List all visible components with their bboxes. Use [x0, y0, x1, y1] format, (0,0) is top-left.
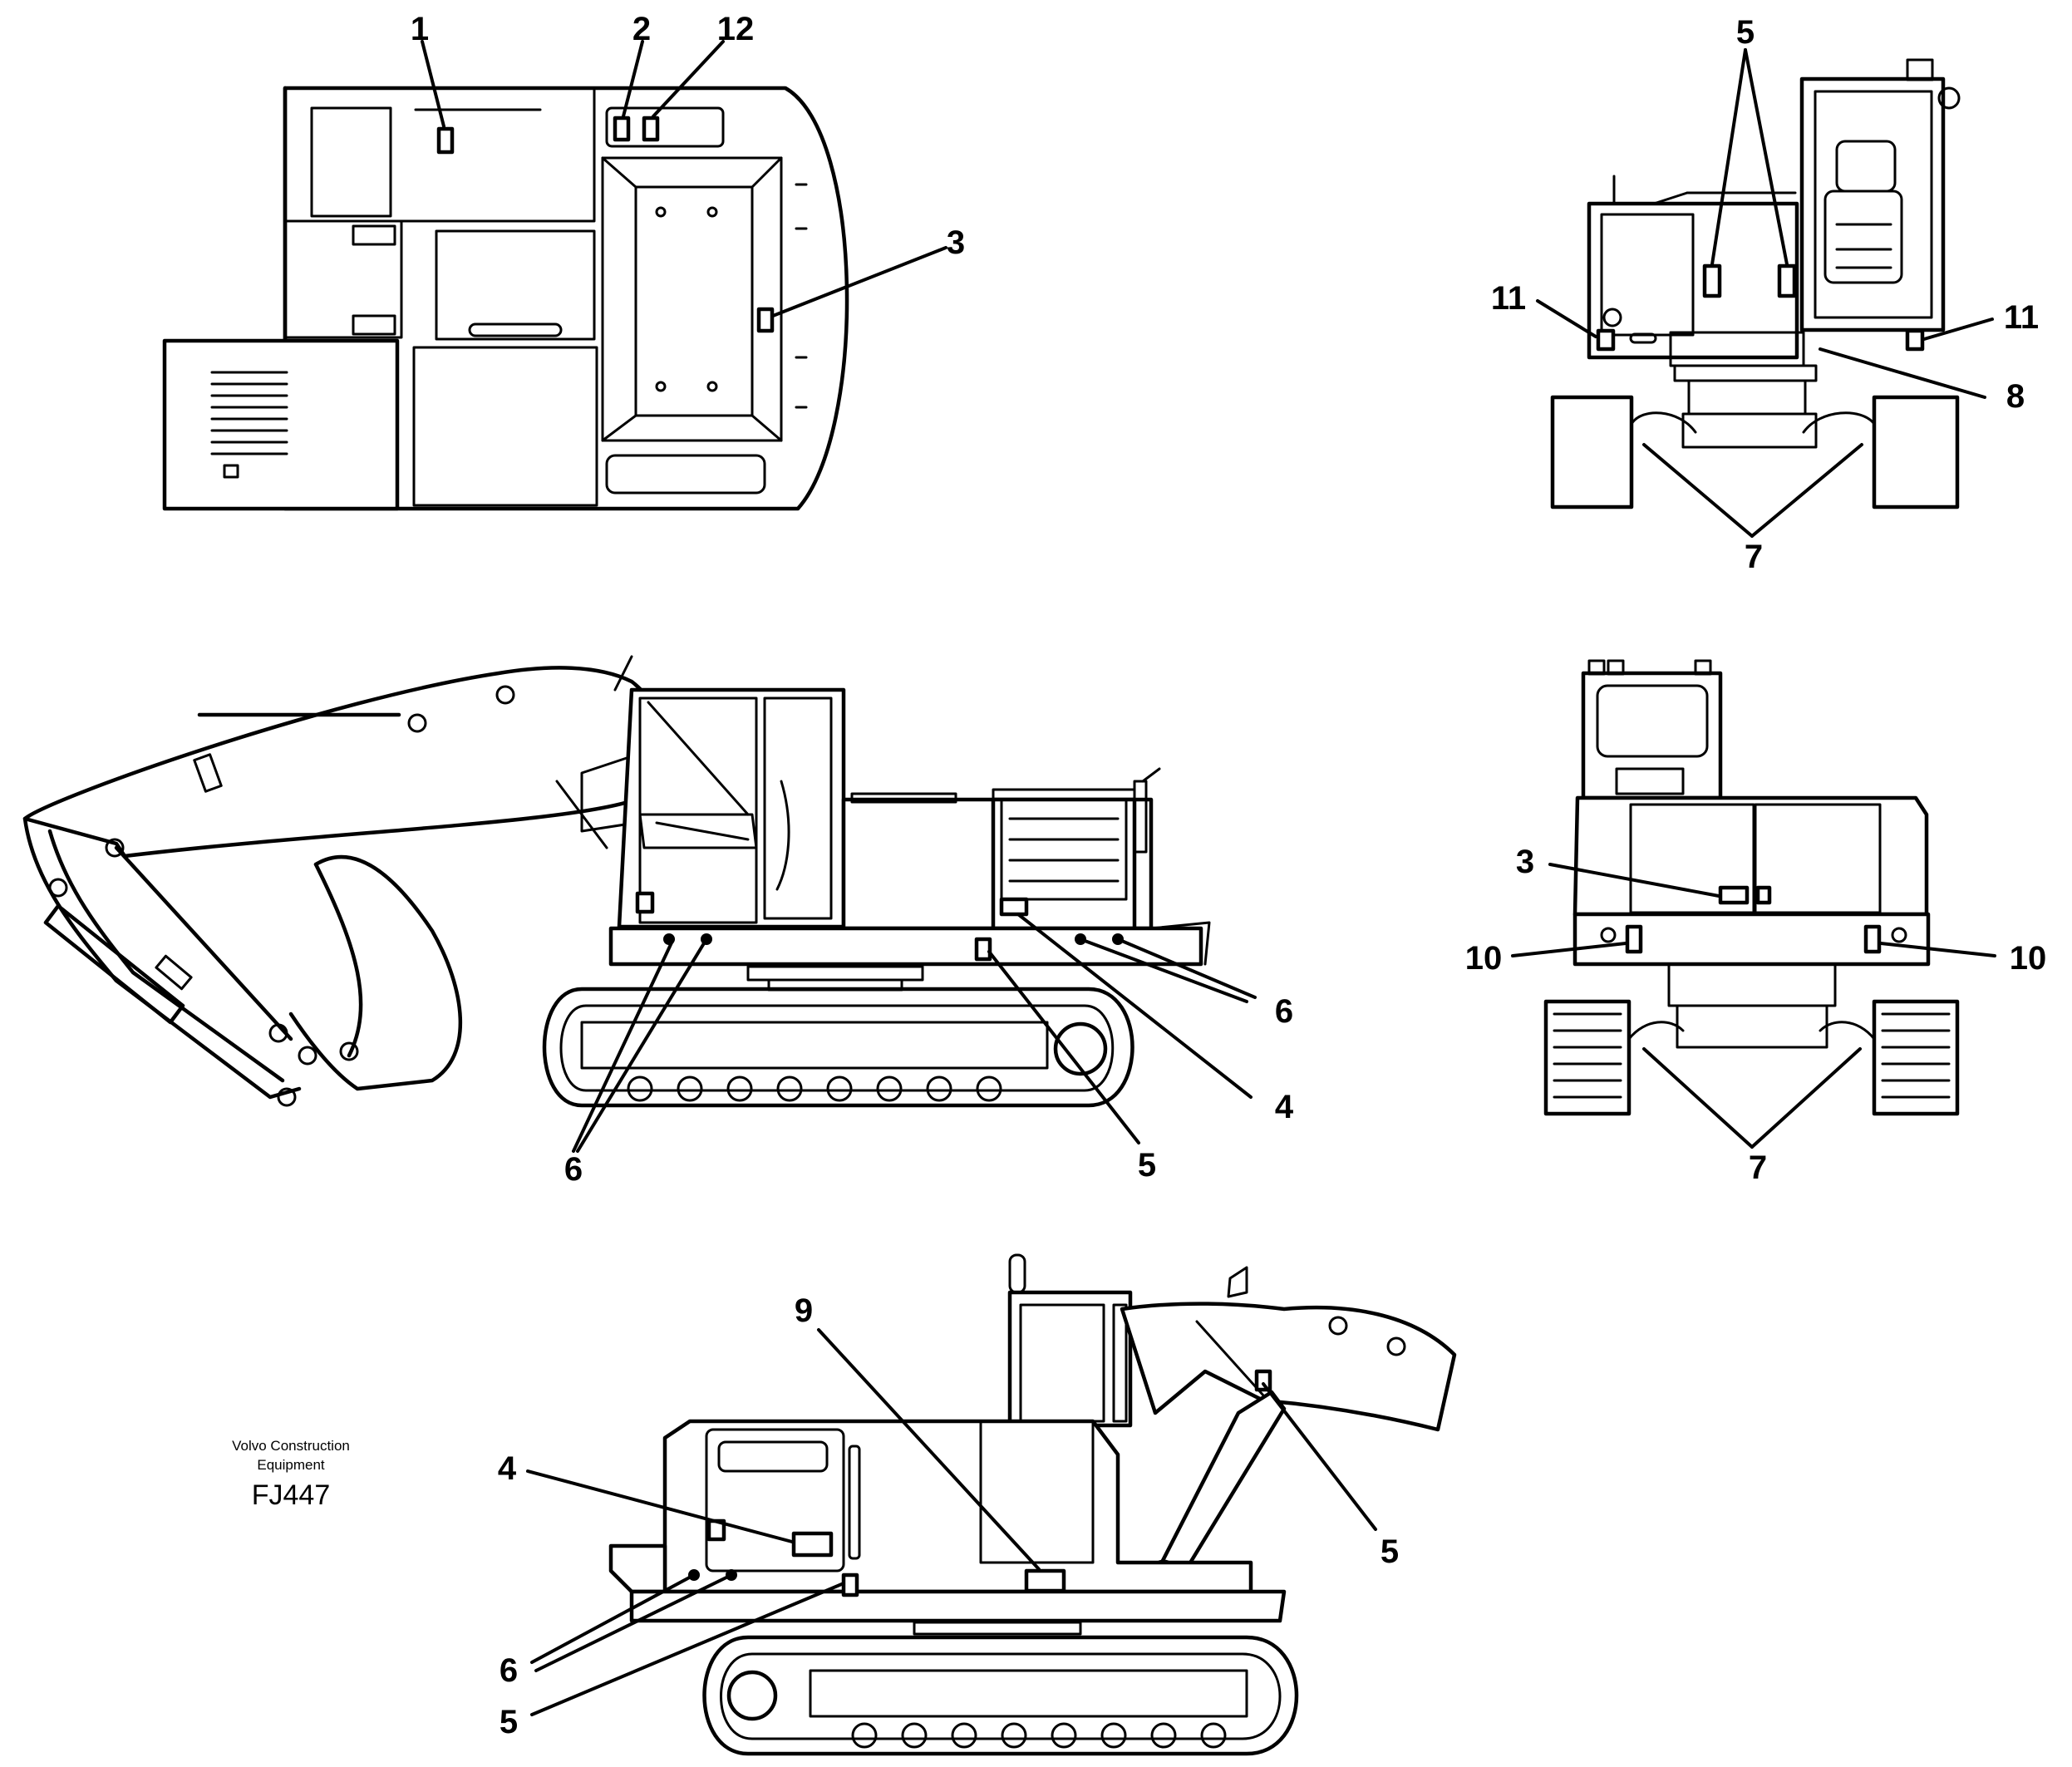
callout-1: 1	[411, 11, 429, 47]
callout-10-right: 10	[2010, 940, 2047, 977]
decal-3-rear	[1718, 885, 1750, 905]
decal-2	[613, 116, 631, 142]
callout-4-left: 4	[1275, 1089, 1294, 1125]
callout-9: 9	[795, 1292, 813, 1329]
left-side-view: 6 6 5 4	[22, 655, 1294, 1188]
callout-7-front: 7	[1745, 539, 1763, 575]
callout-6-left-b: 6	[1275, 993, 1293, 1030]
top-view: 1 2 12 3	[162, 11, 965, 511]
decal-9	[1024, 1568, 1066, 1593]
callout-2: 2	[632, 11, 651, 47]
callout-8: 8	[2006, 378, 2025, 415]
decal-4-left-side	[999, 897, 1029, 917]
rear-view: 3 10 10 7	[1465, 659, 2047, 1186]
decal-10-right	[1863, 924, 1882, 954]
callout-6-left-a: 6	[564, 1151, 583, 1188]
callout-5-left: 5	[1138, 1147, 1156, 1184]
decal-10-left	[1625, 924, 1643, 954]
callout-5-right-b: 5	[500, 1704, 518, 1740]
decal-1	[436, 126, 455, 155]
credit-line-2: Equipment	[257, 1457, 325, 1473]
callout-7-rear: 7	[1749, 1149, 1767, 1186]
callout-10-left: 10	[1465, 940, 1503, 977]
decal-4-right-side	[791, 1531, 834, 1558]
callout-3-rear: 3	[1516, 844, 1534, 880]
drawing-credit: Volvo Construction Equipment FJ447	[232, 1438, 350, 1511]
decal-12	[642, 116, 660, 142]
callout-12: 12	[717, 11, 755, 47]
decal-5-a	[1702, 263, 1722, 298]
callout-3: 3	[947, 224, 965, 261]
credit-line-1: Volvo Construction	[232, 1438, 350, 1454]
right-side-view: 9 4 5 6 5	[498, 1253, 1457, 1756]
callout-4-right: 4	[498, 1450, 517, 1487]
callout-11-right: 11	[2004, 299, 2039, 336]
decal-11-left	[1596, 328, 1616, 352]
decal-3	[756, 307, 775, 333]
decal-5-left-side	[974, 937, 992, 962]
radiator-grille	[210, 371, 288, 479]
callout-5-right-a: 5	[1381, 1533, 1399, 1570]
front-view: 5 11 11 8 7	[1491, 14, 2039, 575]
callout-5-front: 5	[1736, 14, 1755, 51]
drawing-code: FJ447	[252, 1479, 331, 1511]
decal-5-b	[1777, 263, 1797, 298]
decal-11-right	[1905, 328, 1925, 352]
decal-5-right-side-a	[841, 1573, 859, 1597]
callout-6-right: 6	[500, 1652, 518, 1689]
decal-5-right-side-b	[1254, 1369, 1272, 1392]
callout-11-left: 11	[1491, 280, 1526, 317]
